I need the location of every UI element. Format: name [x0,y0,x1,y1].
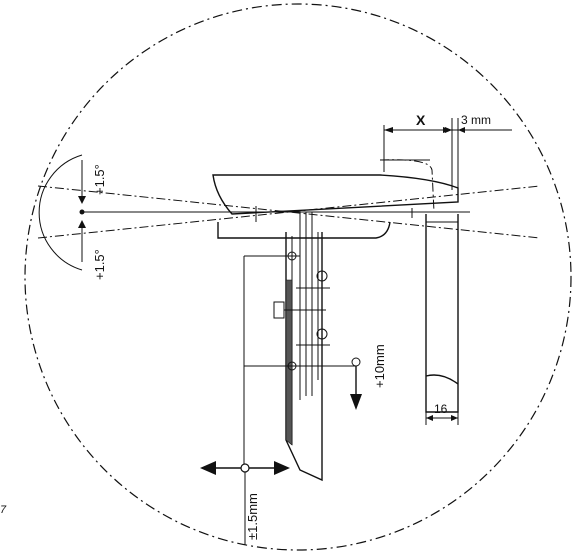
corner-mark: 7 [0,504,7,516]
screw-1 [296,270,330,289]
vertical-travel-arrow [350,357,362,410]
dimension-gap-label: 3 mm [461,113,491,127]
horizontal-travel-label: ±1.5mm [245,493,260,540]
bracket-assembly [243,212,356,482]
angle-label-up: +1.5° [92,164,107,195]
top-dimensions [383,118,512,190]
horizontal-travel-arrow [200,461,290,545]
detail-circle [24,3,572,551]
angle-label-down: +1.5° [92,249,107,280]
screw-2 [273,301,326,319]
screws [273,270,330,346]
screw-3 [296,328,330,346]
right-column [425,214,459,425]
width-label: 16 [434,402,448,416]
vertical-travel-label: +10mm [372,344,387,388]
dimension-x-label: X [416,112,426,128]
